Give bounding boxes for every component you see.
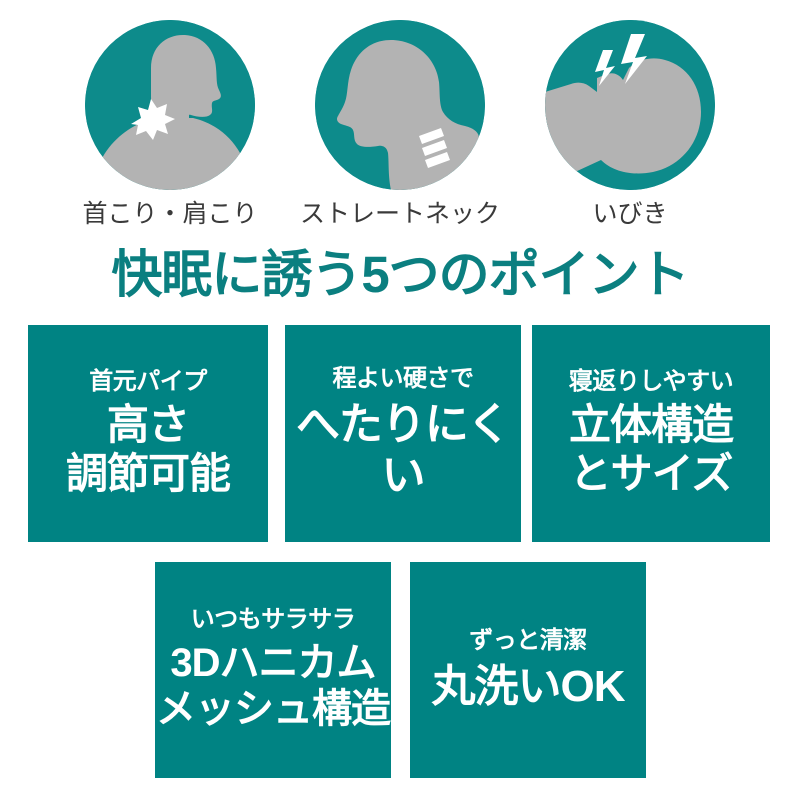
symptom-item-straight-neck: ストレートネック [285, 20, 515, 227]
symptom-item-neck-shoulder-stiffness: 首こり・肩こり [55, 20, 285, 227]
symptom-circle-3 [545, 20, 715, 190]
point-card-subtitle: 程よい硬さで [332, 365, 475, 393]
symptom-circle-1 [85, 20, 255, 190]
point-card-structure-size: 寝返りしやすい 立体構造 とサイズ [532, 325, 770, 542]
page-title: 快眠に誘う5つのポイント [111, 246, 689, 303]
snoring-head-icon [545, 20, 715, 190]
symptom-circle-2 [315, 20, 485, 190]
point-card-washable: ずっと清潔 丸洗いOK [410, 562, 646, 778]
symptom-item-snoring: いびき [515, 20, 745, 227]
point-card-subtitle: 寝返りしやすい [568, 367, 734, 395]
point-card-title: 丸洗いOK [431, 661, 626, 711]
point-card-title: 高さ 調節可能 [65, 400, 231, 497]
bust-with-shoulder-pain-icon [85, 20, 255, 190]
symptom-caption-3: いびき [592, 200, 668, 228]
symptom-caption-1: 首こり・肩こり [82, 200, 258, 228]
symptom-caption-2: ストレートネック [299, 200, 500, 228]
point-card-title: 3Dハニカム メッシュ構造 [156, 640, 391, 732]
point-card-title: へたりにくい [295, 399, 511, 500]
point-card-subtitle: ずっと清潔 [469, 627, 587, 655]
point-card-firmness: 程よい硬さで へたりにくい [285, 325, 521, 542]
point-card-subtitle: 首元パイプ [89, 367, 207, 395]
head-profile-straight-neck-icon [315, 20, 485, 190]
point-card-subtitle: いつもサラサラ [190, 606, 356, 634]
point-card-honeycomb-mesh: いつもサラサラ 3Dハニカム メッシュ構造 [155, 562, 391, 778]
symptom-icons-row: 首こり・肩こり ストレートネック [0, 0, 800, 230]
point-card-height-adjustable: 首元パイプ 高さ 調節可能 [28, 325, 268, 542]
point-card-title: 立体構造 とサイズ [568, 400, 734, 497]
